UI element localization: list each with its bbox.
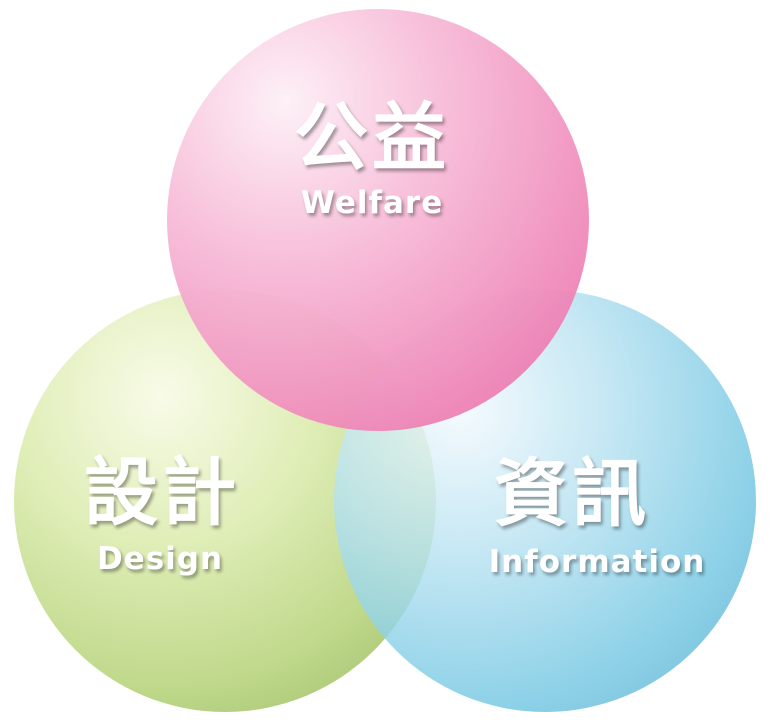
information-title: 資訊 <box>494 451 650 537</box>
design-title: 設計 <box>84 450 240 536</box>
welfare-title: 公益 <box>294 95 450 181</box>
information-subtitle: Information <box>488 544 706 580</box>
welfare-subtitle: Welfare <box>300 185 444 221</box>
design-subtitle: Design <box>96 541 224 577</box>
welfare-circle <box>167 9 589 431</box>
